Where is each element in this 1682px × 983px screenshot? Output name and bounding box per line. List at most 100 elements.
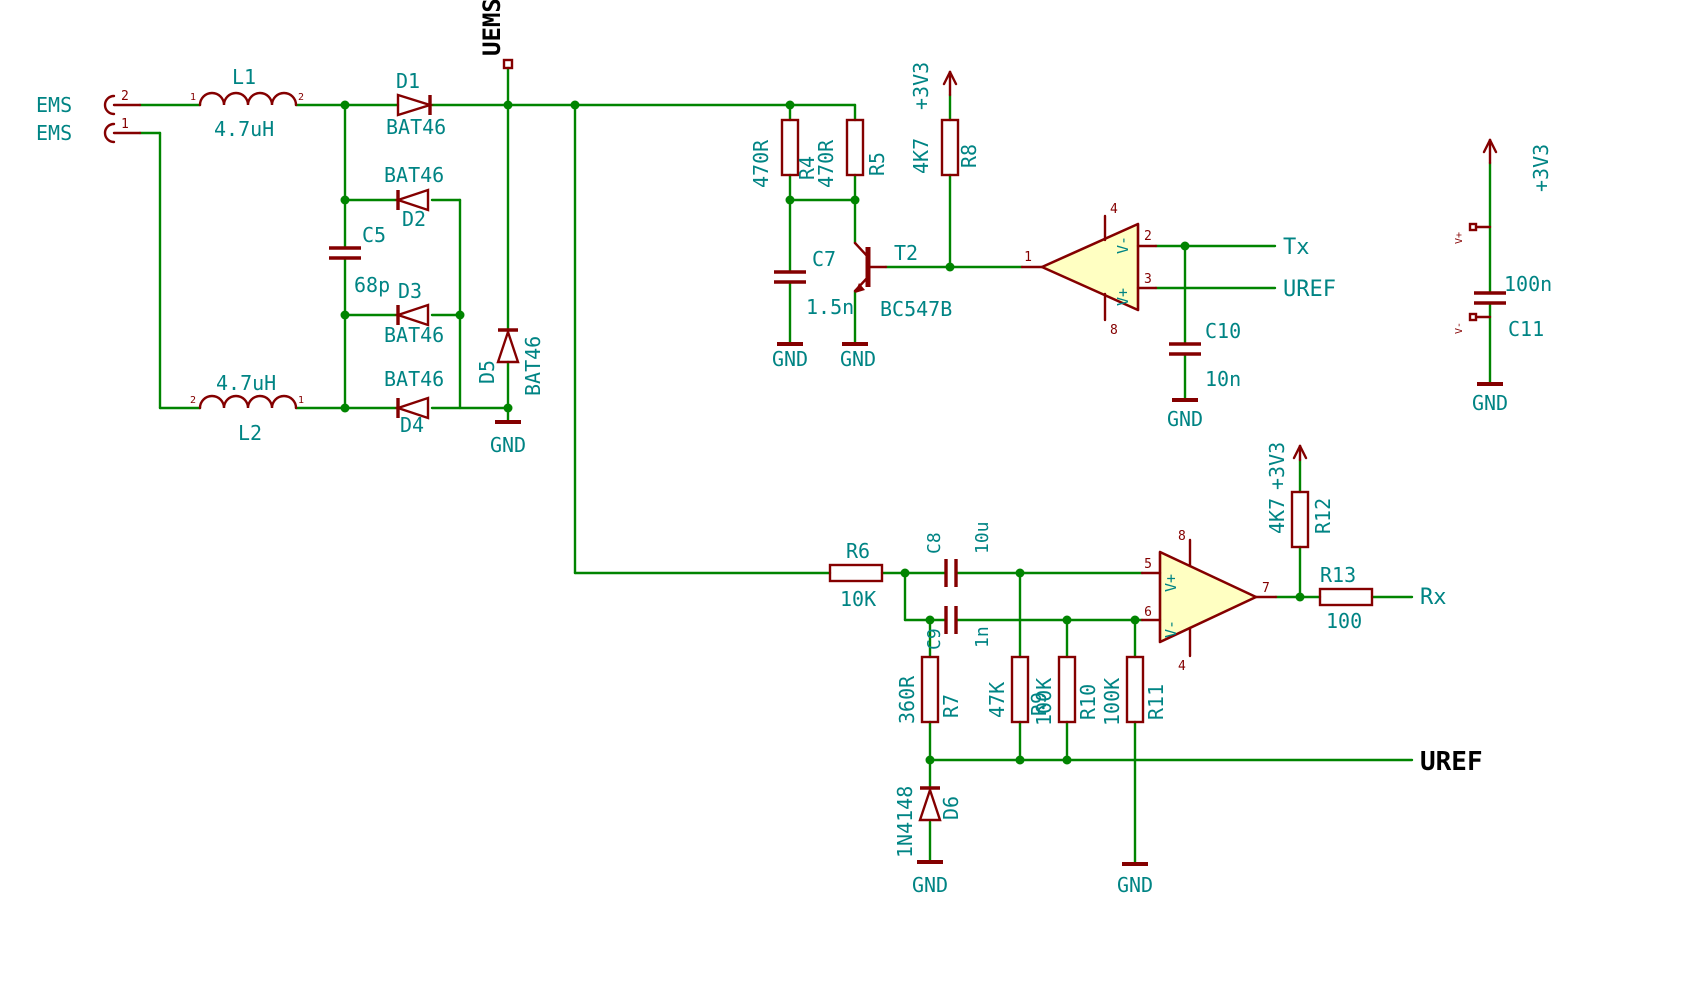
D4-value: BAT46	[384, 367, 444, 391]
capacitor-C8: C8 10u	[924, 521, 993, 587]
gnd-label-c10: GND	[1167, 407, 1203, 431]
resistor-R9: 47K R9	[985, 655, 1051, 724]
gnd-label-r11: GND	[1117, 873, 1153, 897]
net-label-rx: Rx	[1420, 585, 1447, 610]
transistor-T2: T2 BC547B	[853, 241, 952, 321]
gnd-symbol-c11: GND	[1472, 382, 1508, 415]
L2-pin-right: 1	[298, 395, 304, 406]
rail-label-r12: +3V3	[1265, 442, 1289, 490]
gnd-symbol-t2: GND	[840, 342, 876, 371]
resistor-R6: R6 10K	[828, 539, 884, 611]
L2-value: 4.7uH	[216, 371, 276, 395]
D3-value: BAT46	[384, 323, 444, 347]
opamp-power-pins: V+ V-	[1454, 222, 1492, 334]
R5-ref: R5	[865, 152, 889, 176]
net-label-uref-top: UREF	[1283, 277, 1336, 302]
junction-dots	[340, 100, 1305, 765]
wires	[138, 66, 1492, 864]
inductor-L2: 4.7uH L2 2 1	[190, 371, 304, 445]
gnd-label-c11: GND	[1472, 391, 1508, 415]
opamp1-pin-in-bottom: 3	[1144, 272, 1152, 287]
C5-value: 68p	[354, 273, 390, 297]
R4-value: 470R	[749, 139, 773, 188]
gnd-symbol-c10: GND	[1167, 398, 1203, 431]
inductor-L1: L1 4.7uH 1 2	[190, 65, 304, 141]
gnd-label-d5: GND	[490, 433, 526, 457]
C11-ref: C11	[1508, 317, 1544, 341]
gnd-symbol-c7: GND	[772, 342, 808, 371]
R8-value: 4K7	[909, 138, 933, 174]
R9-value: 47K	[985, 682, 1009, 718]
resistor-R11: 100K R11	[1100, 655, 1168, 726]
R9-ref: R9	[1027, 692, 1051, 716]
L2-ref: L2	[238, 421, 262, 445]
R13-value: 100	[1326, 609, 1362, 633]
net-label-tx: Tx	[1283, 235, 1310, 260]
R12-ref: R12	[1311, 498, 1335, 534]
connector-pin-1: 1	[121, 117, 129, 132]
opamp2: V+ V- 5 6 7 8 4	[1140, 529, 1278, 674]
gnd-symbol-d5: GND	[490, 420, 526, 457]
C9-value: 1n	[972, 626, 993, 648]
opamp1-vminus-label: V-	[1114, 236, 1132, 254]
capacitor-C9: C9 1n	[924, 606, 993, 650]
D5-value: BAT46	[521, 336, 545, 396]
C8-ref: C8	[924, 532, 945, 554]
resistor-R10: 100K R10	[1032, 655, 1100, 726]
R10-value: 100K	[1032, 678, 1056, 726]
gnd-label-d6: GND	[912, 873, 948, 897]
diode-D5: D5 BAT46	[475, 328, 545, 396]
opamp2-pin-in-top: 5	[1144, 557, 1152, 572]
rail-label-r8: +3V3	[909, 62, 933, 110]
uems-label: UEMS	[478, 0, 506, 56]
T2-value: BC547B	[880, 297, 952, 321]
R11-ref: R11	[1144, 684, 1168, 720]
L1-ref: L1	[232, 65, 256, 89]
C10-ref: C10	[1205, 319, 1241, 343]
C10-value: 10n	[1205, 367, 1241, 391]
power-arrow-r8	[942, 70, 958, 97]
net-label-uems: UEMS	[478, 0, 514, 70]
R12-value: 4K7	[1265, 498, 1289, 534]
opamp2-pin-out: 7	[1262, 581, 1270, 596]
opamp1: V- V+ 1 2 3 4 8	[1020, 202, 1158, 338]
resistor-R4: 470R R4	[749, 118, 819, 188]
vminus-pin-label: V-	[1454, 322, 1465, 334]
diode-D2: BAT46 D2	[384, 163, 444, 231]
R7-value: 360R	[895, 675, 919, 724]
resistor-R12: 4K7 +3V3 R12	[1265, 442, 1335, 549]
gnd-label-c7: GND	[772, 347, 808, 371]
D5-ref: D5	[475, 360, 499, 384]
R4-ref: R4	[795, 156, 819, 180]
L1-value: 4.7uH	[214, 117, 274, 141]
C5-ref: C5	[362, 223, 386, 247]
resistor-R5: 470R R5	[814, 118, 889, 188]
C8-value: 10u	[972, 521, 993, 554]
L1-pin-left: 1	[190, 92, 196, 103]
D4-ref: D4	[400, 413, 424, 437]
opamp1-vplus-label: V+	[1114, 288, 1132, 306]
L2-pin-left: 2	[190, 395, 196, 406]
R13-ref: R13	[1320, 563, 1356, 587]
C7-value: 1.5n	[806, 295, 854, 319]
gnd-symbol-d6: GND	[912, 860, 948, 897]
D6-value: 1N4148	[893, 786, 917, 858]
T2-ref: T2	[894, 241, 918, 265]
capacitor-C7: C7 1.5n	[774, 247, 854, 319]
power-arrow-r12	[1292, 444, 1308, 462]
resistor-R13: R13 100	[1318, 563, 1374, 633]
connector-pin-2: 2	[121, 89, 129, 104]
diode-D3: D3 BAT46	[384, 279, 444, 347]
D6-ref: D6	[939, 796, 963, 820]
D2-value: BAT46	[384, 163, 444, 187]
rail-label-right: +3V3	[1529, 144, 1553, 192]
net-label-uref-bus: UREF	[1420, 747, 1483, 777]
R10-ref: R10	[1076, 684, 1100, 720]
resistor-R8: 4K7 +3V3 R8	[909, 62, 981, 177]
resistor-R7: 360R R7	[895, 655, 963, 724]
L1-pin-right: 2	[298, 92, 304, 103]
R6-value: 10K	[840, 587, 876, 611]
C11-value: 100n	[1504, 272, 1552, 296]
